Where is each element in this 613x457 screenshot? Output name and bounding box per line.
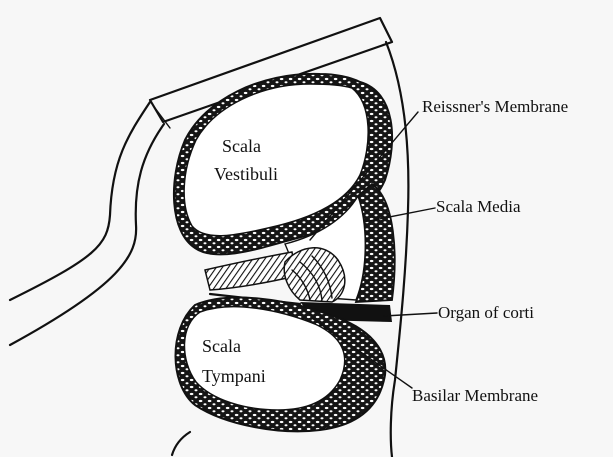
scala-vestibuli-label-line1: Scala	[222, 136, 261, 156]
organ-of-corti-label: Organ of corti	[438, 303, 534, 322]
spiral-limbus	[205, 252, 296, 290]
scala-tympani-label-line2: Tympani	[202, 366, 266, 386]
organ-of-corti-leader	[384, 313, 437, 316]
scala-vestibuli-label-line2: Vestibuli	[214, 164, 278, 184]
scala-tympani-label-line1: Scala	[202, 336, 241, 356]
scala-media-label: Scala Media	[436, 197, 521, 216]
reissners-membrane-label: Reissner's Membrane	[422, 97, 568, 116]
basilar-membrane-label: Basilar Membrane	[412, 386, 538, 405]
